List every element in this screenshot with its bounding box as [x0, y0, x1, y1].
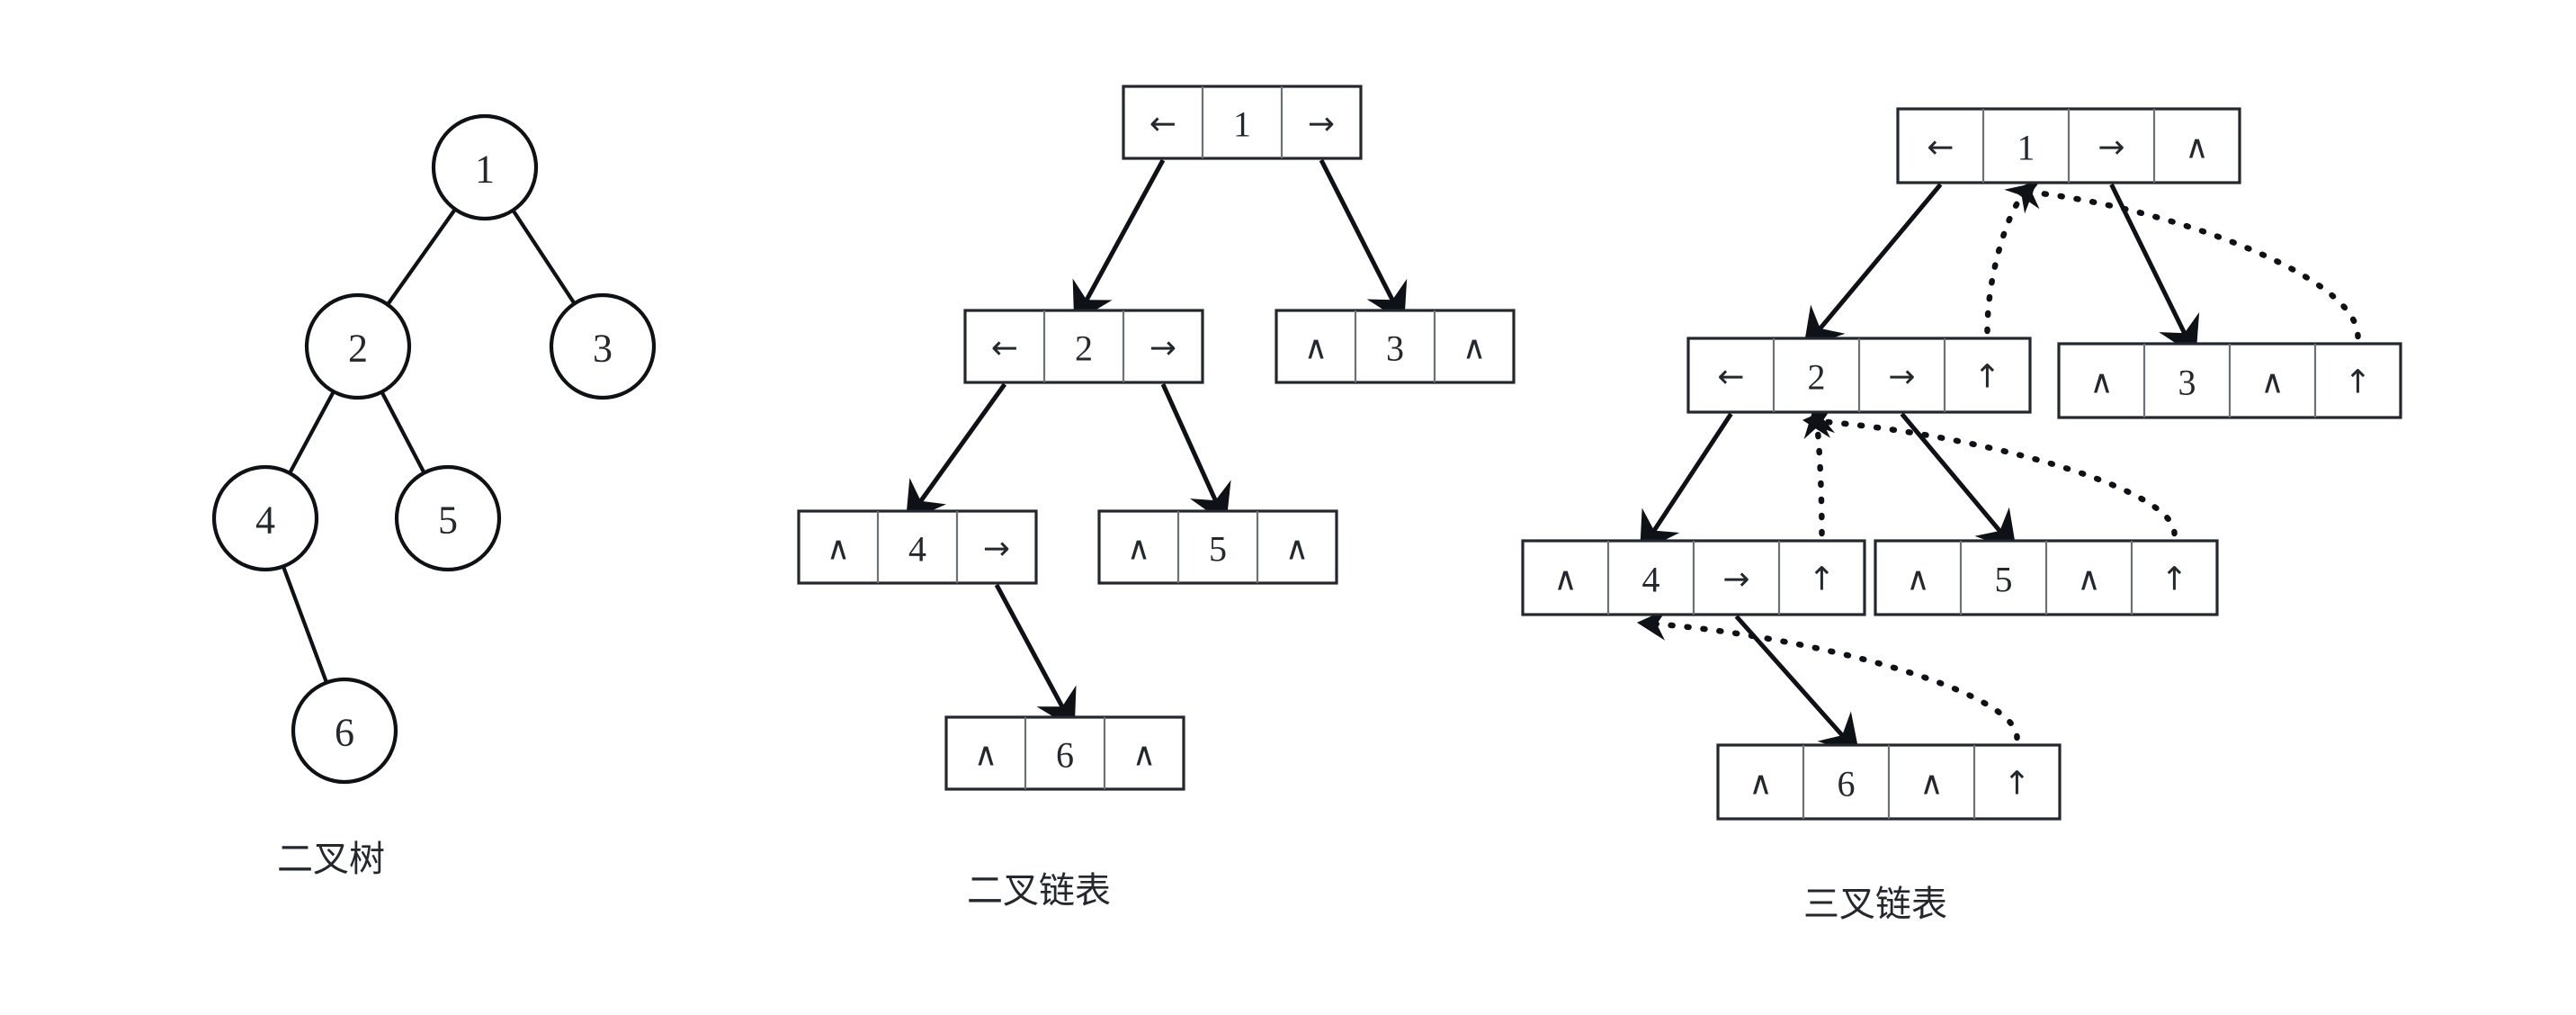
- cell-2-pointer: ∧: [1462, 330, 1486, 367]
- list-node-4[interactable]: ∧ 4 →: [797, 509, 1038, 585]
- cell-2-pointer: →: [983, 531, 1010, 568]
- list-node-4[interactable]: ∧ 4 → ↑: [1521, 539, 1866, 616]
- node-outline: [1097, 509, 1338, 585]
- node-outline: [963, 309, 1204, 384]
- cell-2-pointer: →: [1722, 561, 1749, 598]
- cell-0-pointer: ∧: [1749, 766, 1772, 803]
- cell-0-pointer: ←: [1927, 130, 1954, 166]
- cell-0-pointer: ∧: [1304, 330, 1328, 367]
- tree-node-2[interactable]: [304, 292, 412, 400]
- tree-node-6[interactable]: [291, 677, 398, 785]
- child-pointer-b2-to-b5: [1160, 382, 1231, 525]
- cell-2-pointer: ∧: [1285, 531, 1309, 568]
- cell-3-pointer: ↑: [2003, 766, 2030, 803]
- cell-2-pointer: →: [2097, 130, 2124, 166]
- list-node-2[interactable]: ← 2 → ↑: [1686, 337, 2032, 414]
- parent-pointer-t3-to-t1: [2011, 177, 2361, 340]
- cell-0-pointer: ∧: [2089, 364, 2113, 401]
- panel-binary-tree: 1 2 3 4 5 6: [211, 113, 657, 785]
- child-pointer-t1-to-t2: [1803, 183, 1943, 349]
- caption-binary-linked-list: 二叉链表: [967, 870, 1111, 912]
- tree-edge-n2-n4: [287, 390, 336, 475]
- caption-binary-tree: 二叉树: [277, 839, 385, 880]
- cell-0-pointer: ∧: [827, 531, 850, 568]
- cell-1-value: 3: [1386, 328, 1404, 369]
- cell-2-pointer: ∧: [1132, 737, 1156, 774]
- cell-3-pointer: ↑: [2344, 364, 2371, 401]
- cell-1-value: 6: [1838, 764, 1856, 804]
- tree-edge-n1-n3: [511, 208, 577, 306]
- caption-trinary-linked-list: 三叉链表: [1803, 884, 1947, 925]
- list-node-5[interactable]: ∧ 5 ∧ ↑: [1874, 539, 2219, 616]
- parent-pointer-t4-to-t2: [1803, 407, 1836, 537]
- cell-1-value: 6: [1056, 735, 1074, 776]
- cell-1-value: 2: [1075, 328, 1093, 369]
- cell-1-value: 5: [1209, 529, 1227, 570]
- list-node-1[interactable]: ← 1 →: [1122, 85, 1363, 160]
- tree-node-label-1: 1: [475, 148, 495, 192]
- cell-2-pointer: ∧: [2077, 561, 2100, 598]
- tree-edge-n2-n5: [380, 390, 426, 475]
- tree-node-3[interactable]: [549, 292, 657, 400]
- node-outline: [1122, 85, 1363, 160]
- list-node-5[interactable]: ∧ 5 ∧: [1097, 509, 1338, 585]
- child-pointer-t2-to-t4: [1640, 412, 1733, 552]
- cell-1-value: 5: [1995, 560, 2013, 600]
- child-pointer-b4-to-b6: [994, 583, 1077, 730]
- cell-3-pointer: ∧: [2185, 130, 2208, 166]
- tree-node-label-6: 6: [335, 711, 354, 755]
- cell-2-pointer: ∧: [2260, 364, 2284, 401]
- cell-0-pointer: ∧: [1553, 561, 1577, 598]
- list-node-3[interactable]: ∧ 3 ∧ ↑: [2057, 342, 2402, 419]
- node-outline: [944, 715, 1185, 791]
- cell-1-value: 1: [2017, 128, 2035, 168]
- tree-edge-n4-n6: [281, 564, 329, 685]
- cell-2-pointer: →: [1308, 106, 1335, 143]
- tree-edge-n1-n2: [385, 207, 458, 307]
- cell-0-pointer: ∧: [1906, 561, 1929, 598]
- tree-node-4[interactable]: [211, 464, 319, 572]
- child-pointer-b1-to-b3: [1319, 158, 1408, 324]
- tree-node-label-2: 2: [348, 327, 368, 371]
- cell-2-pointer: →: [1888, 359, 1915, 396]
- tree-node-label-3: 3: [593, 327, 613, 371]
- cell-3-pointer: ↑: [1808, 561, 1835, 598]
- parent-pointer-t6-to-t4: [1636, 608, 2020, 741]
- list-node-6[interactable]: ∧ 6 ∧: [944, 715, 1185, 791]
- list-node-2[interactable]: ← 2 →: [963, 309, 1204, 384]
- tree-node-5[interactable]: [394, 464, 502, 572]
- cell-2-pointer: ∧: [1919, 766, 1943, 803]
- child-pointer-b1-to-b2: [1072, 158, 1166, 323]
- tree-node-1[interactable]: [431, 113, 539, 221]
- cell-0-pointer: ∧: [1127, 531, 1150, 568]
- node-outline: [1275, 309, 1516, 384]
- cell-1-value: 3: [2178, 363, 2196, 403]
- list-node-6[interactable]: ∧ 6 ∧ ↑: [1716, 743, 2062, 821]
- cell-1-value: 4: [1642, 560, 1660, 600]
- node-outline: [797, 509, 1038, 585]
- list-node-1[interactable]: ← 1 → ∧: [1896, 107, 2241, 184]
- cell-3-pointer: ↑: [2160, 561, 2187, 598]
- panel-trinary-linked-list: ← 1 → ∧ ← 2 → ↑ ∧ 3 ∧ ↑ ∧ 4 → ↑ ∧ 5 ∧ ↑ ∧ 6 ∧ ↑: [1521, 107, 2402, 821]
- cell-0-pointer: ←: [991, 330, 1018, 367]
- cell-1-value: 4: [908, 529, 926, 570]
- child-pointer-t2-to-t5: [1900, 412, 2017, 552]
- tree-node-label-4: 4: [255, 499, 275, 543]
- cell-0-pointer: ←: [1717, 359, 1744, 396]
- cell-0-pointer: ∧: [974, 737, 997, 774]
- cell-3-pointer: ↑: [1973, 359, 2000, 396]
- panel-binary-linked-list: ← 1 → ← 2 → ∧ 3 ∧ ∧ 4 → ∧ 5 ∧ ∧ 6 ∧: [797, 85, 1516, 791]
- parent-pointer-t5-to-t2: [1802, 406, 2178, 537]
- cell-1-value: 2: [1808, 357, 1826, 398]
- parent-pointer-t2-to-t1: [1984, 182, 2037, 335]
- list-node-3[interactable]: ∧ 3 ∧: [1275, 309, 1516, 384]
- child-pointer-b2-to-b4: [905, 382, 1007, 523]
- tree-node-label-5: 5: [438, 499, 458, 543]
- cell-0-pointer: ←: [1149, 106, 1176, 143]
- cell-2-pointer: →: [1149, 330, 1176, 367]
- cell-1-value: 1: [1233, 104, 1251, 145]
